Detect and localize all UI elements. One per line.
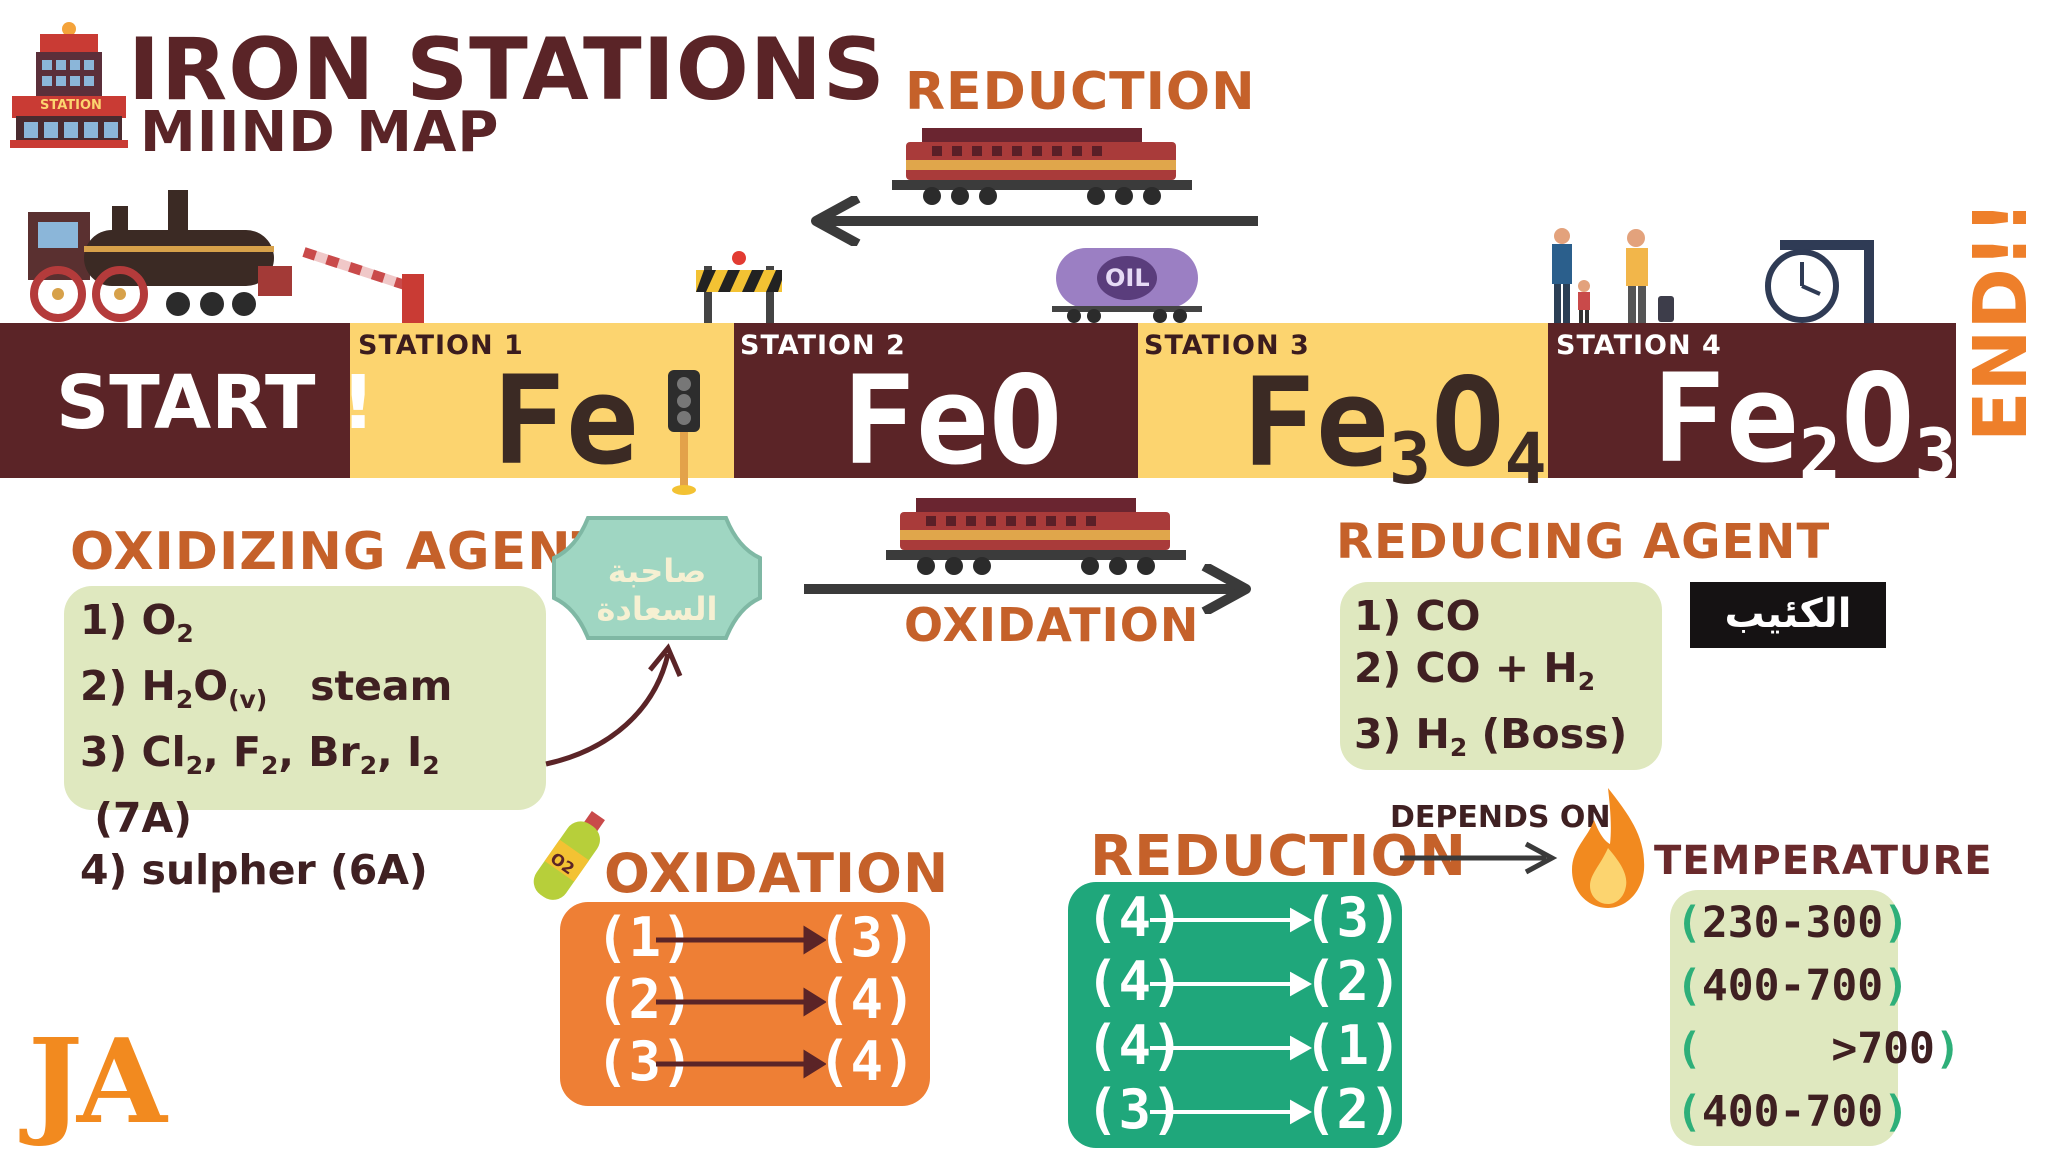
station-1-label: STATION 1 <box>358 330 524 361</box>
temperature-box: (230-300) (400-700) ( >700) (400-700) <box>1670 890 1961 1146</box>
station-3-formula: Fe3O4 <box>1242 352 1547 500</box>
oxidizer-item: 3) Cl2, F2, Br2, I2 (7A) <box>80 728 440 842</box>
temperature-row: (400-700) <box>1676 961 1909 1011</box>
oxidizer-item: 4) sulpher (6A) <box>80 846 428 894</box>
passengers-icon <box>1540 226 1680 326</box>
crossing-barrier-icon <box>300 242 430 326</box>
oxidizing-agent-box: 1) O2 2) H2O(v) steam 3) Cl2, F2, Br2, I… <box>64 586 546 894</box>
temperature-row: (400-700) <box>1676 1087 1909 1137</box>
ja-logo: JA <box>28 1014 167 1150</box>
reducer-item: 3) H2 (Boss) <box>1354 710 1628 762</box>
reduction-row: (2) <box>1304 950 1402 1013</box>
reducer-item: 2) CO + H2 <box>1354 644 1596 696</box>
reducer-item: 1) CO <box>1354 592 1481 640</box>
oil-label: OIL <box>1105 264 1150 292</box>
end-label: END!! <box>1958 200 2044 442</box>
curved-pointer-arrow <box>540 640 690 770</box>
fire-icon <box>1566 786 1650 910</box>
reduction-row: (4) <box>1086 1014 1184 1077</box>
page-title: IRON STATIONS <box>128 20 886 120</box>
oxygen-bottle-icon: O2 <box>528 804 608 914</box>
station-3-label: STATION 3 <box>1144 330 1310 361</box>
station-2-formula: FeO <box>842 350 1063 492</box>
station-clock-icon <box>1760 236 1880 326</box>
reduction-row: (4) <box>1086 886 1184 949</box>
arabic-label-dark: الكئيب <box>1690 582 1886 648</box>
traffic-light-icon <box>664 366 704 496</box>
arabic-label-text: الكئيب <box>1724 591 1852 637</box>
road-barrier-icon <box>694 250 784 326</box>
reduction-row-arrows <box>1150 890 1313 1140</box>
oxidizer-item: 2) H2O(v) steam <box>80 662 453 714</box>
oxidation-row: (4) <box>818 1030 916 1093</box>
top-reduction-label: REDUCTION <box>905 62 1256 122</box>
arabic-badge: صاحبة السعادة <box>548 508 766 648</box>
temperature-title: TEMPERATURE <box>1654 838 1993 884</box>
reducing-agent-title: REDUCING AGENT <box>1336 514 1831 570</box>
start-label: START ! <box>56 360 375 446</box>
reduction-row: (1) <box>1304 1014 1402 1077</box>
station-4-label: STATION 4 <box>1556 330 1722 361</box>
depends-on-label: DEPENDS ON <box>1390 800 1611 835</box>
station-2-label: STATION 2 <box>740 330 906 361</box>
station-sign: STATION <box>40 98 102 113</box>
station-1-formula: Fe <box>492 350 639 492</box>
track-band <box>0 323 1956 478</box>
oxidation-row: (4) <box>818 968 916 1031</box>
reduction-row: (4) <box>1086 950 1184 1013</box>
oxidation-row: (3) <box>818 906 916 969</box>
temperature-row: ( >700) <box>1676 1024 1961 1074</box>
reduction-box <box>1068 882 1402 1148</box>
oxidizing-agent-title: OXIDIZING AGENT <box>70 522 609 582</box>
oxidation-row-arrows <box>656 910 827 1100</box>
oxidation-title: OXIDATION <box>604 842 950 905</box>
reduction-row: (3) <box>1304 886 1402 949</box>
diesel-train-top-icon <box>892 120 1192 212</box>
reduction-row: (3) <box>1086 1078 1184 1141</box>
oxidizer-item: 1) O2 <box>80 596 194 648</box>
mid-oxidation-label: OXIDATION <box>904 598 1200 652</box>
arabic-badge-text: صاحبة السعادة <box>596 552 718 628</box>
depends-on-arrow <box>1400 840 1560 876</box>
diesel-train-mid-icon <box>886 490 1186 582</box>
reducing-agent-box: 1) CO 2) CO + H2 3) H2 (Boss) <box>1340 582 1662 770</box>
temperature-row: (230-300) <box>1676 898 1909 948</box>
oxidation-arrow <box>804 561 1264 617</box>
oil-tank-wagon-icon: OIL <box>1052 242 1202 326</box>
page-subtitle: MIIND MAP <box>140 100 500 165</box>
steam-locomotive-icon <box>28 176 298 326</box>
reduction-arrow <box>798 193 1258 249</box>
station-building-icon: STATION <box>10 20 128 150</box>
reduction-row: (2) <box>1304 1078 1402 1141</box>
station-4-formula: Fe2O3 <box>1652 348 1957 496</box>
station-3-segment <box>1138 323 1548 478</box>
